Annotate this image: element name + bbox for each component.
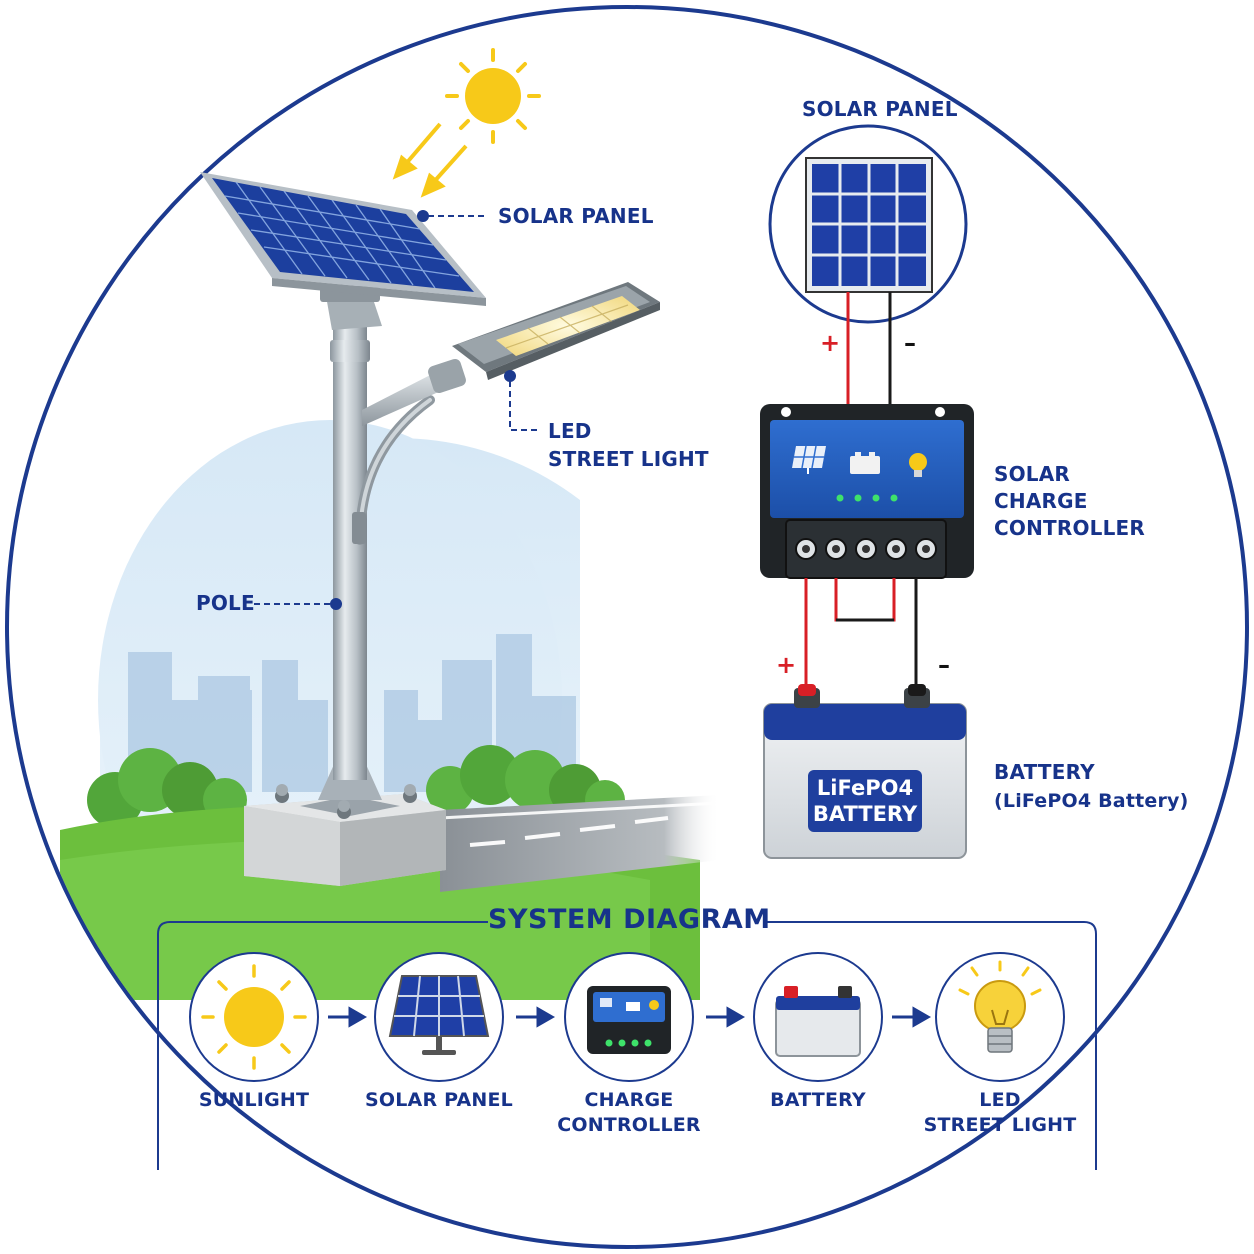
label-led-street-light-line1: LED (548, 419, 592, 443)
label-controller-line1: SOLAR (994, 462, 1071, 486)
step-led-light (935, 952, 1065, 1082)
status-leds (836, 494, 898, 502)
charge-controller (760, 404, 974, 579)
label-controller-line2: CHARGE (994, 489, 1088, 513)
controller-bulb-icon (909, 453, 927, 477)
step-solar-panel (374, 952, 504, 1082)
step-label-solar-panel: SOLAR PANEL (365, 1089, 513, 1111)
step-label-charge-line2: CONTROLLER (557, 1114, 701, 1136)
wiring-solar-panel (768, 124, 968, 324)
step-label-led-line2: STREET LIGHT (923, 1114, 1077, 1136)
led-luminaire (428, 282, 660, 394)
label-battery-minus: – (938, 651, 951, 679)
label-controller-line3: CONTROLLER (994, 516, 1146, 540)
step-label-battery: BATTERY (770, 1089, 866, 1111)
label-battery-line1: BATTERY (994, 760, 1095, 784)
label-led-street-light-line2: STREET LIGHT (548, 447, 709, 471)
system-diagram-title: SYSTEM DIAGRAM (488, 904, 771, 935)
controller-battery-icon (850, 452, 880, 474)
battery (763, 684, 967, 859)
sun-icon (392, 48, 541, 198)
label-battery-plus: + (776, 651, 797, 679)
battery-wires (804, 578, 918, 694)
step-label-charge-line1: CHARGE (584, 1089, 674, 1111)
label-panel-plus: + (820, 329, 841, 357)
pole (320, 286, 452, 780)
system-diagram-frame (157, 921, 1097, 1170)
step-sunlight (189, 952, 319, 1082)
label-pole: POLE (196, 591, 255, 615)
label-wiring-solar-panel: SOLAR PANEL (802, 97, 958, 121)
controller-panel-icon (792, 445, 826, 474)
step-battery (753, 952, 883, 1082)
panel-wires (846, 292, 892, 404)
callout-leaders (254, 210, 540, 610)
label-pole-solar-panel: SOLAR PANEL (498, 204, 654, 228)
pole-solar-panel (200, 172, 486, 306)
battery-plate (808, 770, 922, 832)
label-panel-minus: – (904, 329, 917, 357)
terminal-screws (795, 538, 937, 560)
step-label-sunlight: SUNLIGHT (198, 1089, 310, 1111)
battery-plate-line2: BATTERY (812, 802, 918, 826)
step-sun-icon (201, 964, 307, 1070)
flow-arrows (328, 1006, 932, 1028)
step-charge-controller (564, 952, 694, 1082)
battery-plate-line1: LiFePO4 (816, 776, 914, 800)
step-label-led-line1: LED (979, 1089, 1021, 1111)
label-battery-line2: (LiFePO4 Battery) (994, 790, 1189, 812)
